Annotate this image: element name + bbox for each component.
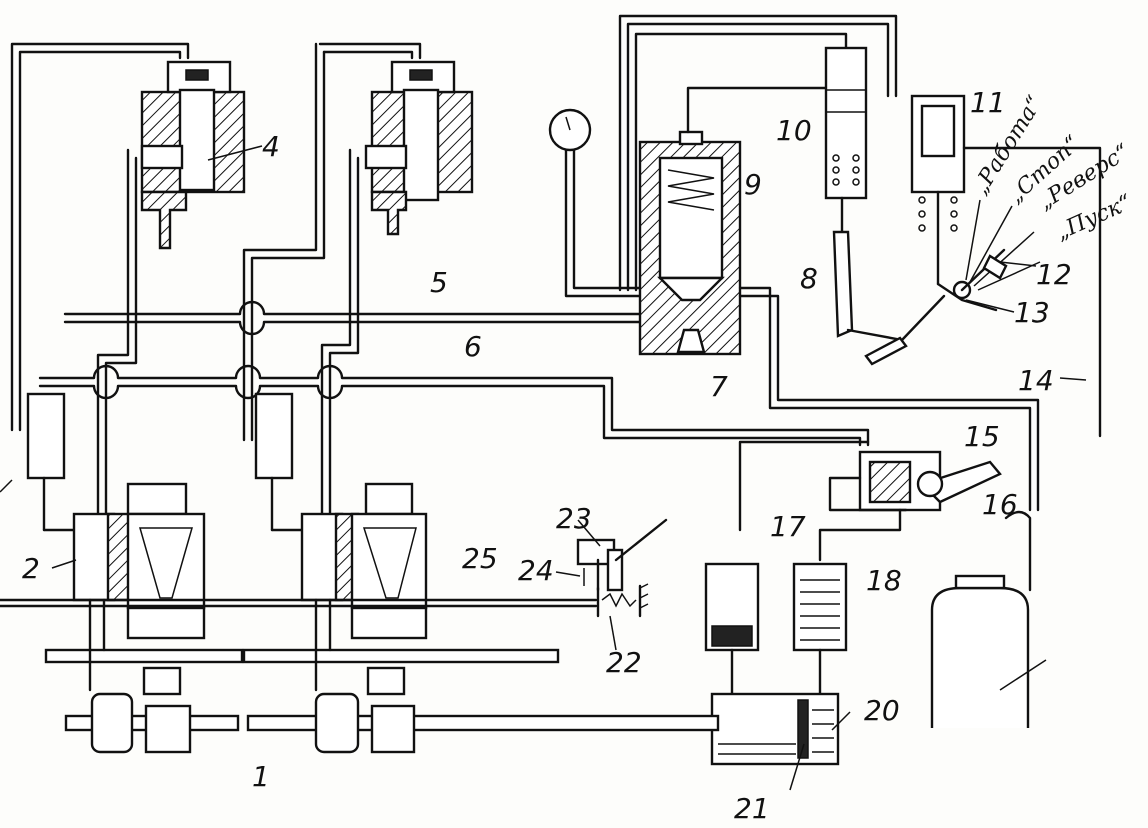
label-8: 8: [800, 262, 818, 295]
rod-25: [0, 583, 649, 618]
station-left: [26, 392, 244, 696]
shaft-1: [64, 692, 720, 754]
reverse-valve-15: [738, 440, 1032, 592]
distributor-10: [618, 14, 898, 292]
label-7: 7: [710, 370, 728, 403]
label-22: 22: [606, 646, 642, 679]
pipe-5: [63, 300, 642, 336]
reducer-9-valve-7: [638, 86, 1040, 512]
pipe-6: [38, 364, 870, 447]
label-4: 4: [262, 130, 280, 163]
label-18: 18: [866, 564, 902, 597]
label-20: 20: [864, 694, 900, 727]
cylinder-20: [710, 692, 840, 766]
label-10: 10: [776, 114, 812, 147]
valve-4: [140, 60, 246, 250]
label-13: 13: [1014, 296, 1050, 329]
cylinder-17: [704, 562, 760, 696]
station-center: [242, 392, 560, 696]
gas-cylinder: [930, 574, 1047, 728]
upper-pipes: [10, 42, 422, 522]
leader-lines: [0, 145, 1087, 791]
label-12: 12: [1036, 258, 1072, 291]
callout-labels: 1 2 4 5 6 7 8 9 10 11 12 13 14 15 16 17 …: [22, 86, 1072, 825]
control-lever-12: [936, 199, 1041, 312]
label-21: 21: [734, 792, 770, 825]
label-2: 2: [22, 552, 40, 585]
label-9: 9: [744, 168, 762, 201]
label-25: 25: [462, 542, 498, 575]
label-6: 6: [464, 330, 482, 363]
label-5: 5: [430, 266, 448, 299]
cylinder-18: [792, 562, 848, 696]
valve-top-middle: [364, 60, 474, 236]
valve-11: [910, 94, 1102, 438]
label-16: 16: [982, 488, 1018, 521]
lever-23: [576, 518, 668, 592]
pressure-gauge: [548, 108, 642, 298]
label-11: 11: [970, 86, 1006, 119]
label-24: 24: [518, 554, 554, 587]
pedal-8: [832, 230, 946, 366]
label-1: 1: [252, 760, 270, 793]
label-14: 14: [1018, 364, 1054, 397]
label-15: 15: [964, 420, 1000, 453]
label-17: 17: [770, 510, 806, 543]
